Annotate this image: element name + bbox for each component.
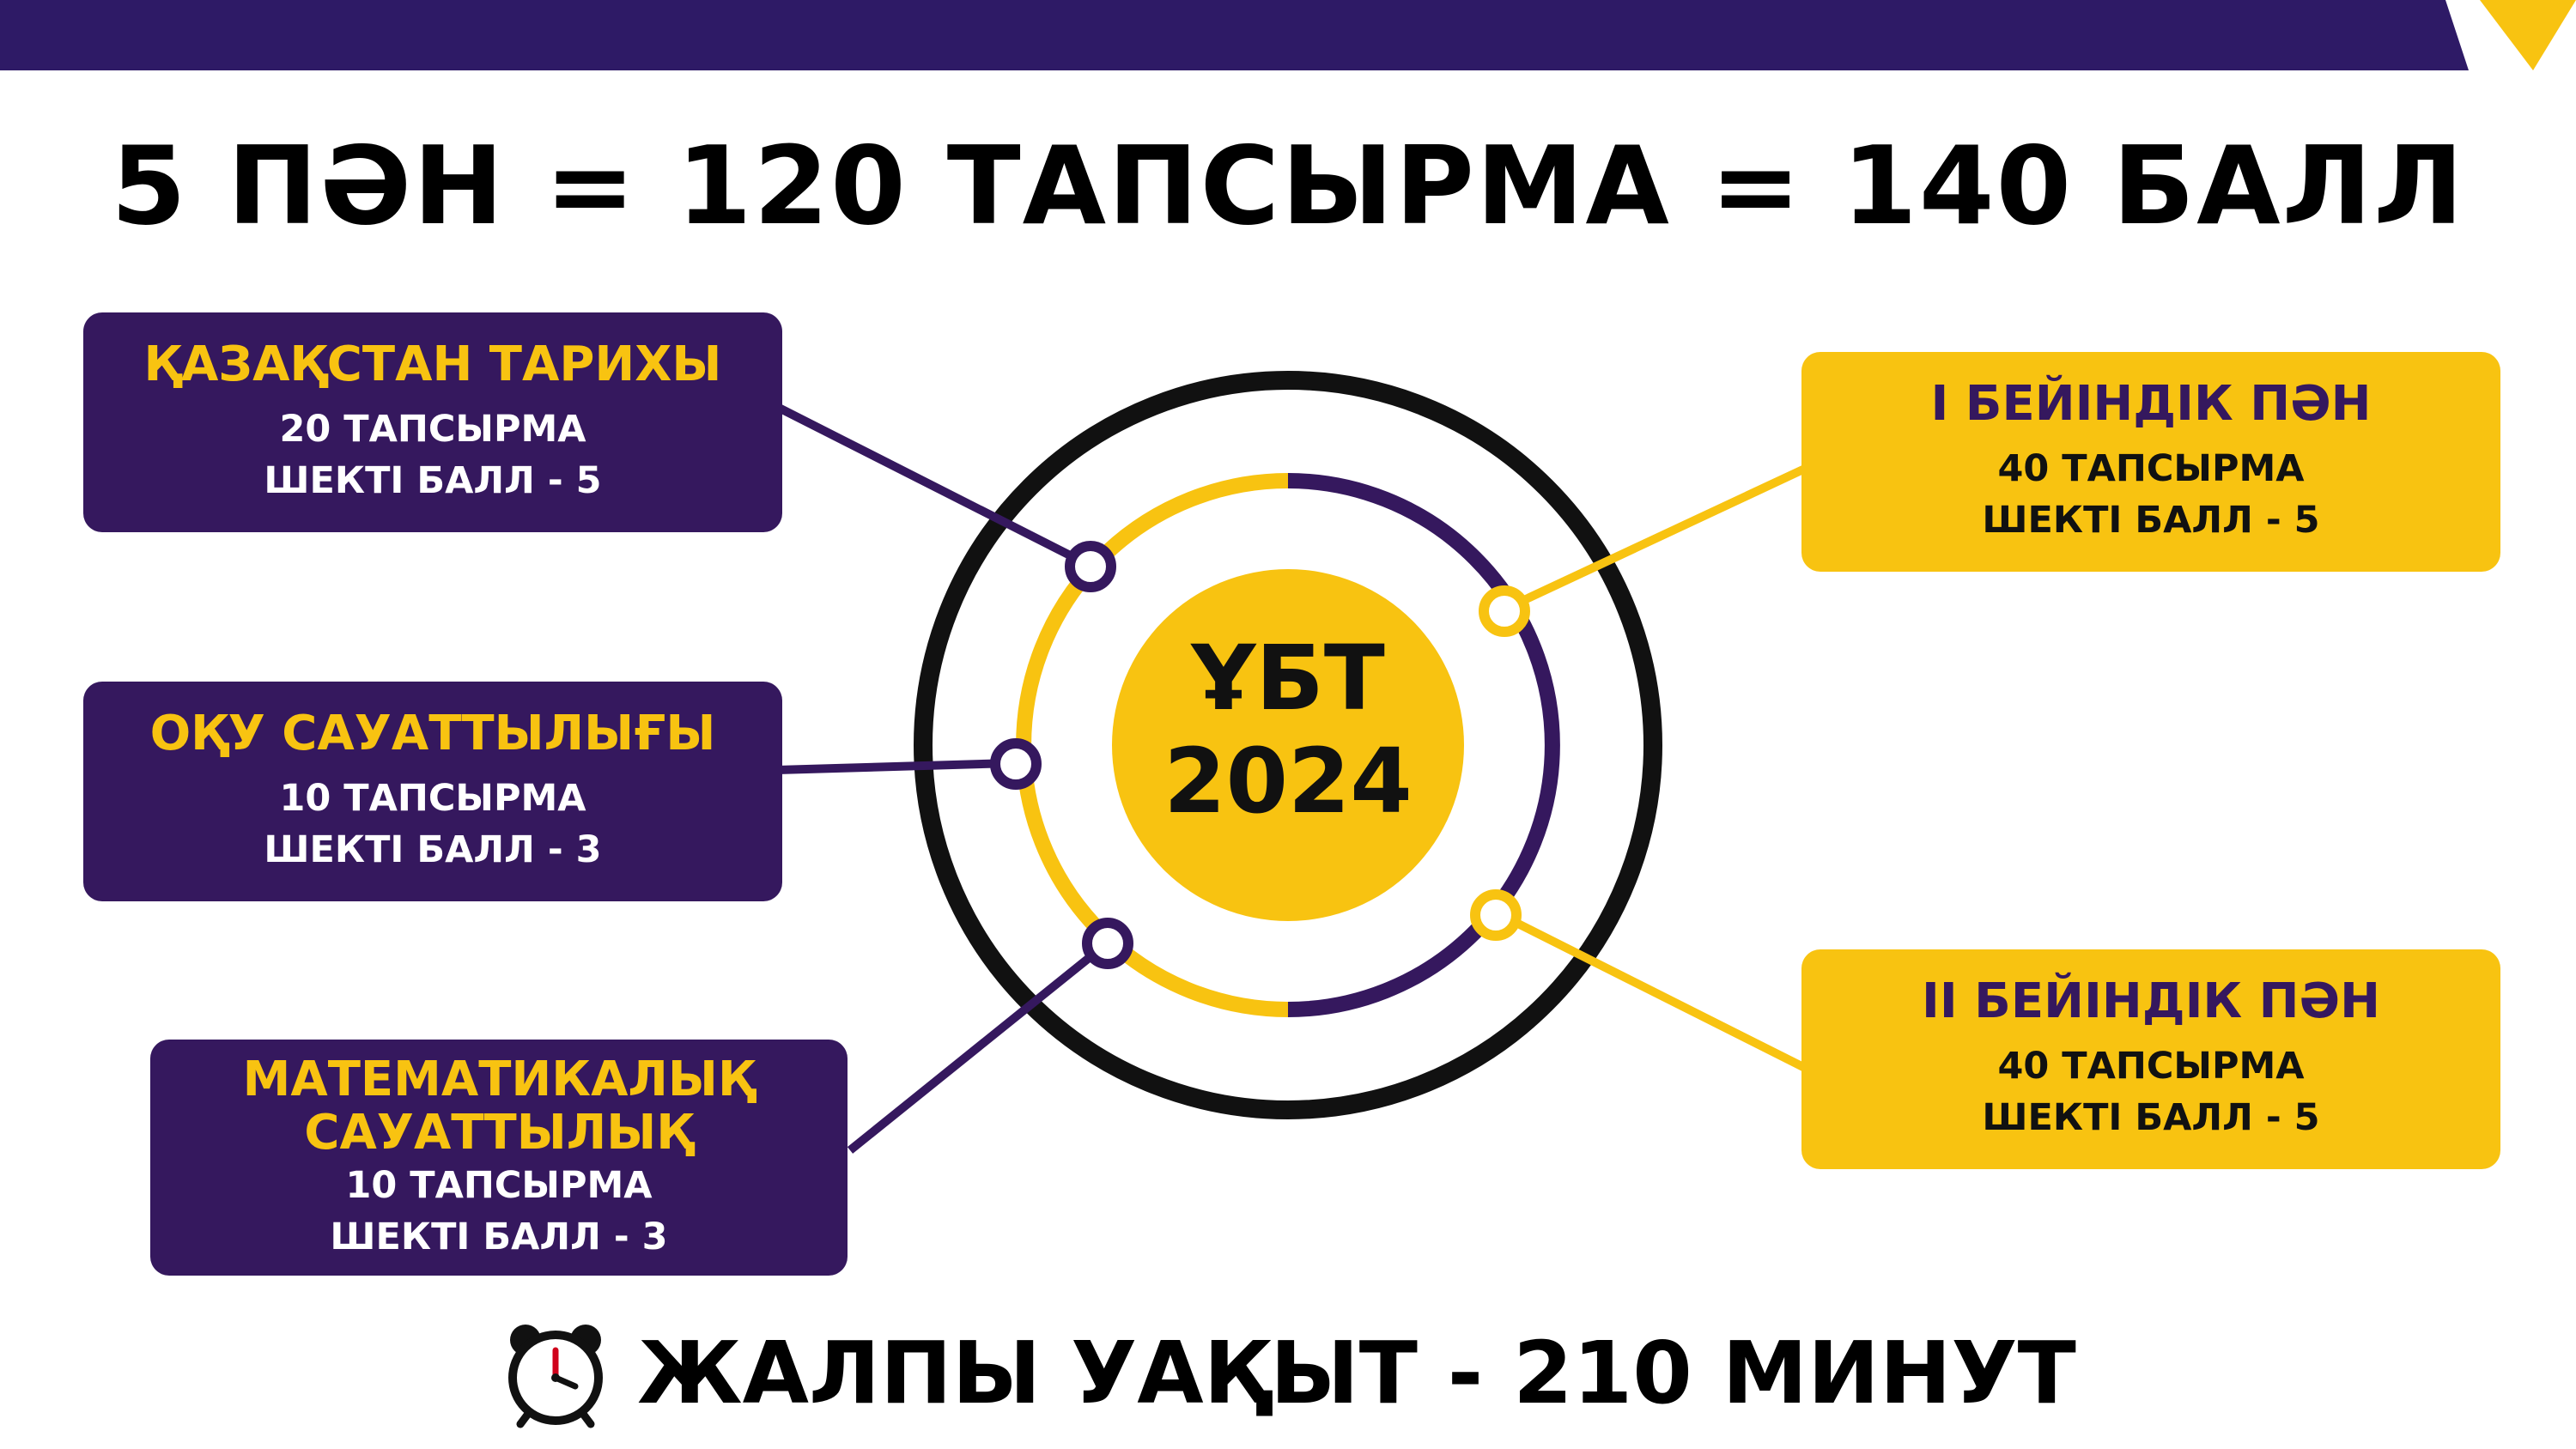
dot-profile2 [1470, 889, 1522, 941]
middle-ring-purple [1287, 473, 1560, 1017]
footer: ЖАЛПЫ УАҚЫТ - 210 МИНУТ [0, 1313, 2576, 1434]
card-title: II БЕЙІНДІК ПӘН [1922, 973, 2380, 1029]
alarm-clock-icon [508, 1325, 604, 1428]
card-tasks: 20 ТАПСЫРМА [279, 408, 586, 451]
card-tasks: 40 ТАПСЫРМА [1997, 1045, 2305, 1088]
center-label-line2: 2024 [1163, 729, 1413, 834]
top-banner-bar [0, 0, 2576, 70]
center-label: ҰБТ 2024 [1108, 622, 1468, 837]
center-disc [1112, 569, 1464, 921]
dot-math [1082, 918, 1133, 969]
page-title: 5 ПӘН = 120 ТАПСЫРМА = 140 БАЛЛ [111, 123, 2465, 249]
card-kazakhstan-history: ҚАЗАҚСТАН ТАРИХЫ 20 ТАПСЫРМА ШЕКТІ БАЛЛ … [83, 312, 782, 532]
corner-triangle-icon [2480, 0, 2576, 70]
dot-profile1 [1479, 585, 1530, 637]
connector-history [775, 403, 1086, 567]
card-tasks: 10 ТАПСЫРМА [279, 777, 586, 820]
card-title-line1: МАТЕМАТИКАЛЫҚ [242, 1051, 756, 1107]
card-profile-subject-2: II БЕЙІНДІК ПӘН 40 ТАПСЫРМА ШЕКТІ БАЛЛ -… [1801, 949, 2500, 1169]
card-title: ОҚУ САУАТТЫЛЫҒЫ [149, 706, 716, 761]
card-reading-literacy: ОҚУ САУАТТЫЛЫҒЫ 10 ТАПСЫРМА ШЕКТІ БАЛЛ -… [83, 682, 782, 901]
card-title-line2: САУАТТЫЛЫҚ [304, 1104, 694, 1161]
card-title: ҚАЗАҚСТАН ТАРИХЫ [143, 336, 722, 392]
card-title: I БЕЙІНДІК ПӘН [1930, 376, 2372, 432]
card-threshold: ШЕКТІ БАЛЛ - 3 [264, 828, 602, 871]
card-threshold: ШЕКТІ БАЛЛ - 5 [1982, 1096, 2320, 1139]
connector-profile2 [1498, 911, 1809, 1073]
dot-history [1065, 541, 1116, 592]
card-math-literacy: МАТЕМАТИКАЛЫҚ САУАТТЫЛЫҚ 10 ТАПСЫРМА ШЕК… [150, 1040, 848, 1276]
card-threshold: ШЕКТІ БАЛЛ - 5 [1982, 499, 2320, 542]
card-tasks: 10 ТАПСЫРМА [345, 1163, 653, 1207]
center-label-line1: ҰБТ [1191, 626, 1385, 731]
connector-reading [776, 759, 1012, 774]
card-threshold: ШЕКТІ БАЛЛ - 3 [330, 1215, 668, 1258]
connector-profile1 [1509, 464, 1809, 610]
total-time-text: ЖАЛПЫ УАҚЫТ - 210 МИНУТ [637, 1323, 2076, 1423]
card-profile-subject-1: I БЕЙІНДІК ПӘН 40 ТАПСЫРМА ШЕКТІ БАЛЛ - … [1801, 352, 2500, 572]
card-tasks: 40 ТАПСЫРМА [1997, 447, 2305, 490]
dot-reading [990, 738, 1042, 790]
connector-math [847, 944, 1105, 1154]
card-threshold: ШЕКТІ БАЛЛ - 5 [264, 459, 602, 502]
outer-ring [914, 371, 1662, 1119]
